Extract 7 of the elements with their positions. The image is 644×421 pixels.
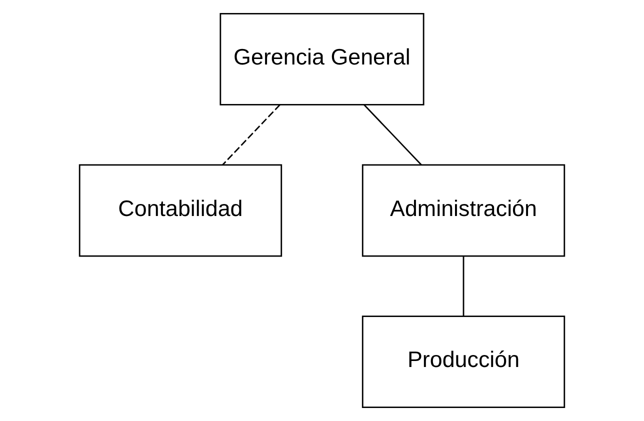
connector <box>462 256 464 316</box>
node-box: Producción <box>362 316 566 408</box>
node-box: Administración <box>362 164 566 257</box>
connector <box>364 104 422 166</box>
connector <box>222 104 280 166</box>
node-box: Contabilidad <box>78 164 282 257</box>
node-box: Gerencia General <box>220 12 424 106</box>
